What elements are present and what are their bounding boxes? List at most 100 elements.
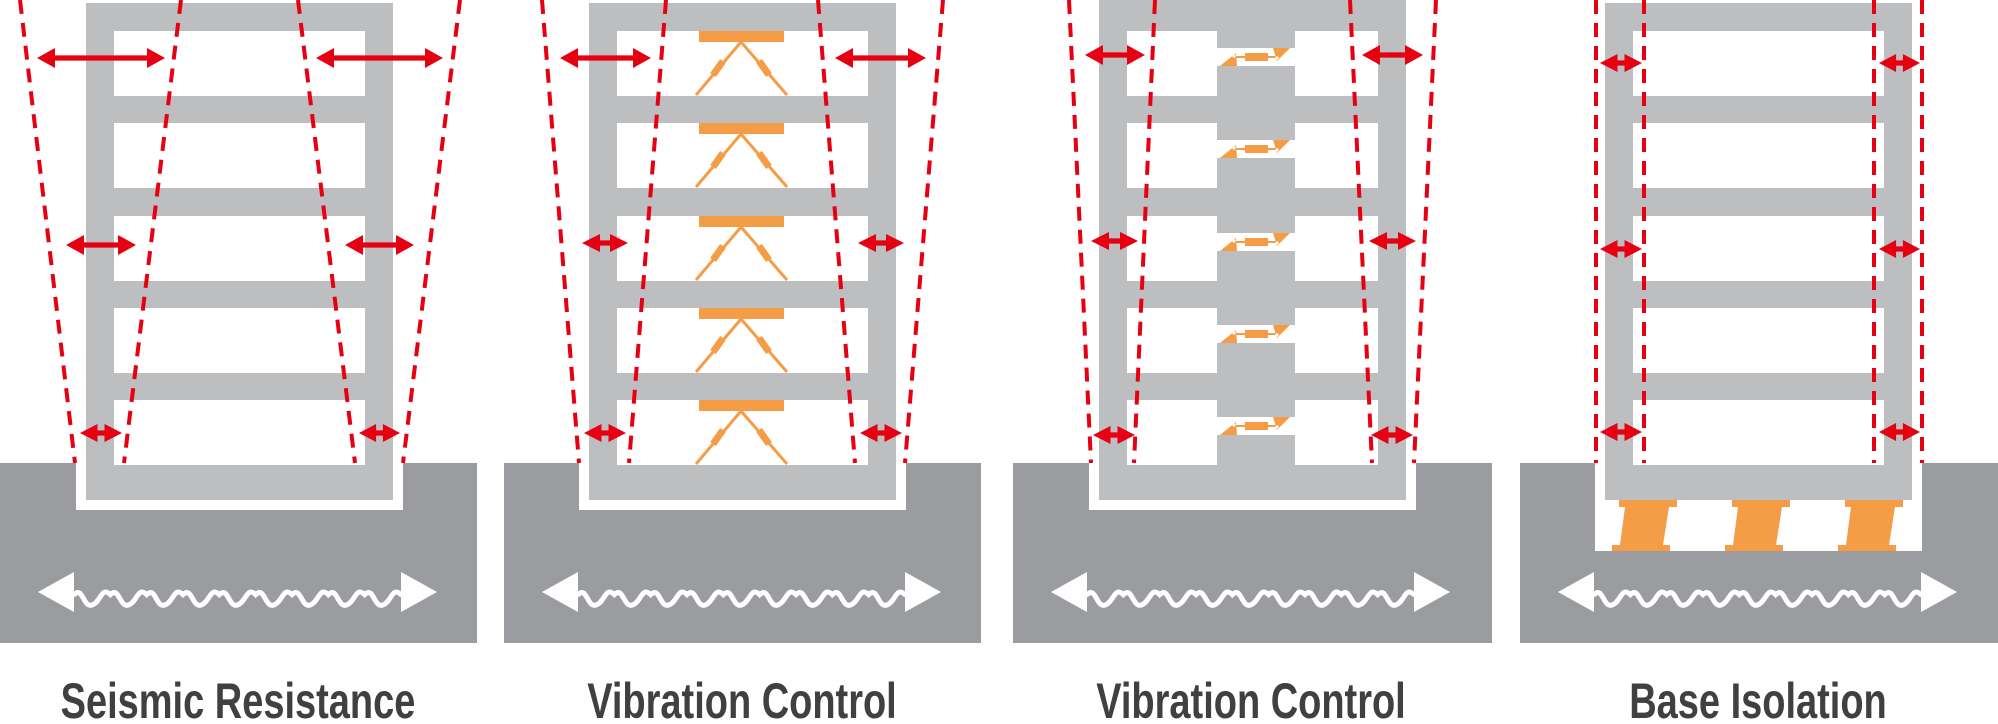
sway-arrow-icon [835,48,926,68]
sway-arrow-icon [582,234,628,252]
panel-vibration-control-column: Vibration Control [1013,0,1492,724]
column-damper-icon [1220,417,1290,435]
damper-piston [710,58,726,78]
sway-arrow-icon [37,48,165,68]
panel-seismic-resistance: Seismic Resistance [0,0,477,724]
damper-piston [710,150,726,170]
sway-indicators [540,0,945,464]
building [1605,3,1912,500]
wave-icon [1084,589,1417,608]
brace-damper-icon [694,123,789,188]
floor-opening [1633,123,1884,188]
damper-pin [1232,54,1236,58]
floor-opening [1633,216,1884,281]
floor-opening [114,216,365,281]
ground-motion-icon [38,572,437,612]
panel-label: Base Isolation [1629,674,1887,724]
damper-piston [756,427,772,447]
column-segment-upper [1217,28,1295,48]
damper-pin [1232,239,1236,243]
isolator-rubber [1620,507,1669,545]
panel-base-isolation: Base Isolation [1520,0,1998,724]
sway-arrow-icon [66,235,136,255]
sway-arrow-icon [858,234,904,252]
base-isolator-icon [1725,500,1790,551]
ground-motion-icon [1051,572,1450,612]
sway-arrow-icon [1362,45,1423,65]
damper-pin [1275,56,1279,60]
sway-arrow-icon [1879,240,1920,258]
sway-line [1067,0,1093,464]
isolator-rubber [1846,507,1895,545]
damper-piston [710,427,726,447]
sway-line [816,0,857,464]
isolator-bottom-flange [1838,545,1896,551]
column-segment-upper [1217,305,1295,325]
floor-opening [1633,31,1884,96]
damper-cylinder [1245,238,1268,246]
sway-indicators [18,0,462,464]
damper-piston [710,243,726,263]
sway-arrow-icon [584,424,626,442]
arrowhead-right-icon [1921,572,1957,612]
wave-icon [1591,589,1924,608]
sway-arrow-icon [1600,240,1642,258]
damper-plate [699,216,784,227]
damper-piston [756,150,772,170]
damper-piston [756,335,772,355]
sway-line [296,0,357,464]
sway-line [627,0,668,464]
panel-label: Vibration Control [1096,674,1406,724]
sway-line [903,0,945,464]
damper-pin [1232,146,1236,150]
damper-cylinder [1245,53,1268,61]
damper-cylinder [1245,145,1268,153]
panel-label: Seismic Resistance [61,674,416,724]
isolator-bottom-flange [1612,545,1670,551]
panel-label: Vibration Control [587,674,897,724]
isolator-top-flange [1619,500,1677,507]
column-segment-lower [1217,435,1295,465]
damper-pin [1275,241,1279,245]
sway-arrow-icon [1600,54,1642,72]
panel-vibration-control-braced: Vibration Control [504,0,981,724]
sway-line [1132,0,1157,464]
sway-indicators [1594,0,1924,463]
floor-opening [114,123,365,188]
sway-line [122,0,183,464]
base-isolator-icon [1838,500,1903,551]
building [589,3,896,500]
arrowhead-left-icon [38,572,74,612]
sway-line [401,0,462,464]
sway-arrow-icon [1371,426,1413,444]
damper-plate [699,123,784,134]
arrowhead-right-icon [401,572,437,612]
column-segment-lower [1217,158,1295,188]
column-segment-upper [1217,120,1295,140]
sway-line [1348,0,1374,464]
brace-damper-icon [694,216,789,281]
damper-cylinder [1245,330,1268,338]
isolator-bottom-flange [1725,545,1783,551]
sway-arrow-icon [860,424,902,442]
sway-line [540,0,581,464]
damper-piston [710,335,726,355]
floor-opening [1633,308,1884,373]
building [86,3,393,500]
isolator-top-flange [1845,500,1903,507]
sway-arrow-icon [359,424,400,442]
arrowhead-left-icon [1558,572,1594,612]
arrowhead-right-icon [1414,572,1450,612]
sway-line [1412,0,1438,464]
ground-motion-icon [1558,572,1957,612]
column-segment-lower [1217,251,1295,281]
column-segment-upper [1217,213,1295,233]
damper-pin [1275,148,1279,152]
sway-arrow-icon [1093,426,1135,444]
ground-motion-icon [542,572,941,612]
damper-pin [1232,331,1236,335]
damper-pin [1275,425,1279,429]
column-damper-icon [1220,48,1290,66]
brace-damper-icon [694,31,789,96]
arrowhead-left-icon [542,572,578,612]
